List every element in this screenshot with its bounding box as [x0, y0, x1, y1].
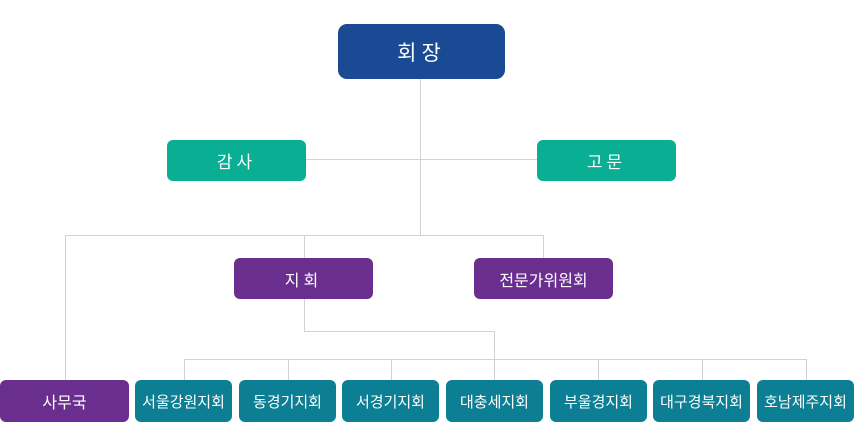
connector-line [420, 78, 421, 235]
branch-office-label: 호남제주지회 [764, 392, 847, 411]
branch-office-node: 서울강원지회 [135, 380, 232, 422]
auditor-node: 감사 [167, 140, 306, 181]
branch-office-node: 동경기지회 [239, 380, 336, 422]
connector-line [543, 235, 544, 258]
connector-line [304, 235, 305, 258]
connector-line [391, 359, 392, 380]
secretariat-node: 사무국 [0, 380, 129, 422]
advisor-node: 고문 [537, 140, 676, 181]
connector-line [288, 359, 289, 380]
expert-committee-node: 전문가위원회 [474, 258, 613, 299]
connector-line [184, 359, 185, 380]
connector-line [494, 359, 495, 380]
connector-line [305, 159, 537, 160]
connector-line [304, 331, 495, 332]
connector-line [598, 359, 599, 380]
branch-node: 지회 [234, 258, 373, 299]
branch-office-node: 호남제주지회 [757, 380, 854, 422]
branch-label: 지회 [284, 270, 323, 290]
connector-line [65, 235, 66, 380]
branch-office-label: 대충세지회 [459, 392, 529, 411]
connector-line [702, 359, 703, 380]
branch-office-node: 대구경북지회 [653, 380, 750, 422]
branch-office-label: 서울강원지회 [142, 392, 225, 411]
branch-office-node: 대충세지회 [446, 380, 543, 422]
connector-line [806, 359, 807, 380]
connector-line [304, 298, 305, 331]
advisor-label: 고문 [586, 153, 627, 173]
branch-office-node: 서경기지회 [342, 380, 439, 422]
connector-line [494, 331, 495, 360]
branch-office-label: 동경기지회 [252, 392, 322, 411]
connector-line [184, 359, 807, 360]
branch-office-label: 서경기지회 [355, 392, 425, 411]
expert-committee-label: 전문가위원회 [499, 270, 588, 290]
auditor-label: 감사 [216, 153, 257, 173]
president-label: 회장 [397, 40, 446, 65]
president-node: 회장 [338, 24, 505, 79]
branch-office-node: 부울경지회 [550, 380, 647, 422]
secretariat-label: 사무국 [42, 393, 87, 412]
branch-office-label: 부울경지회 [563, 392, 633, 411]
branch-office-label: 대구경북지회 [660, 392, 743, 411]
